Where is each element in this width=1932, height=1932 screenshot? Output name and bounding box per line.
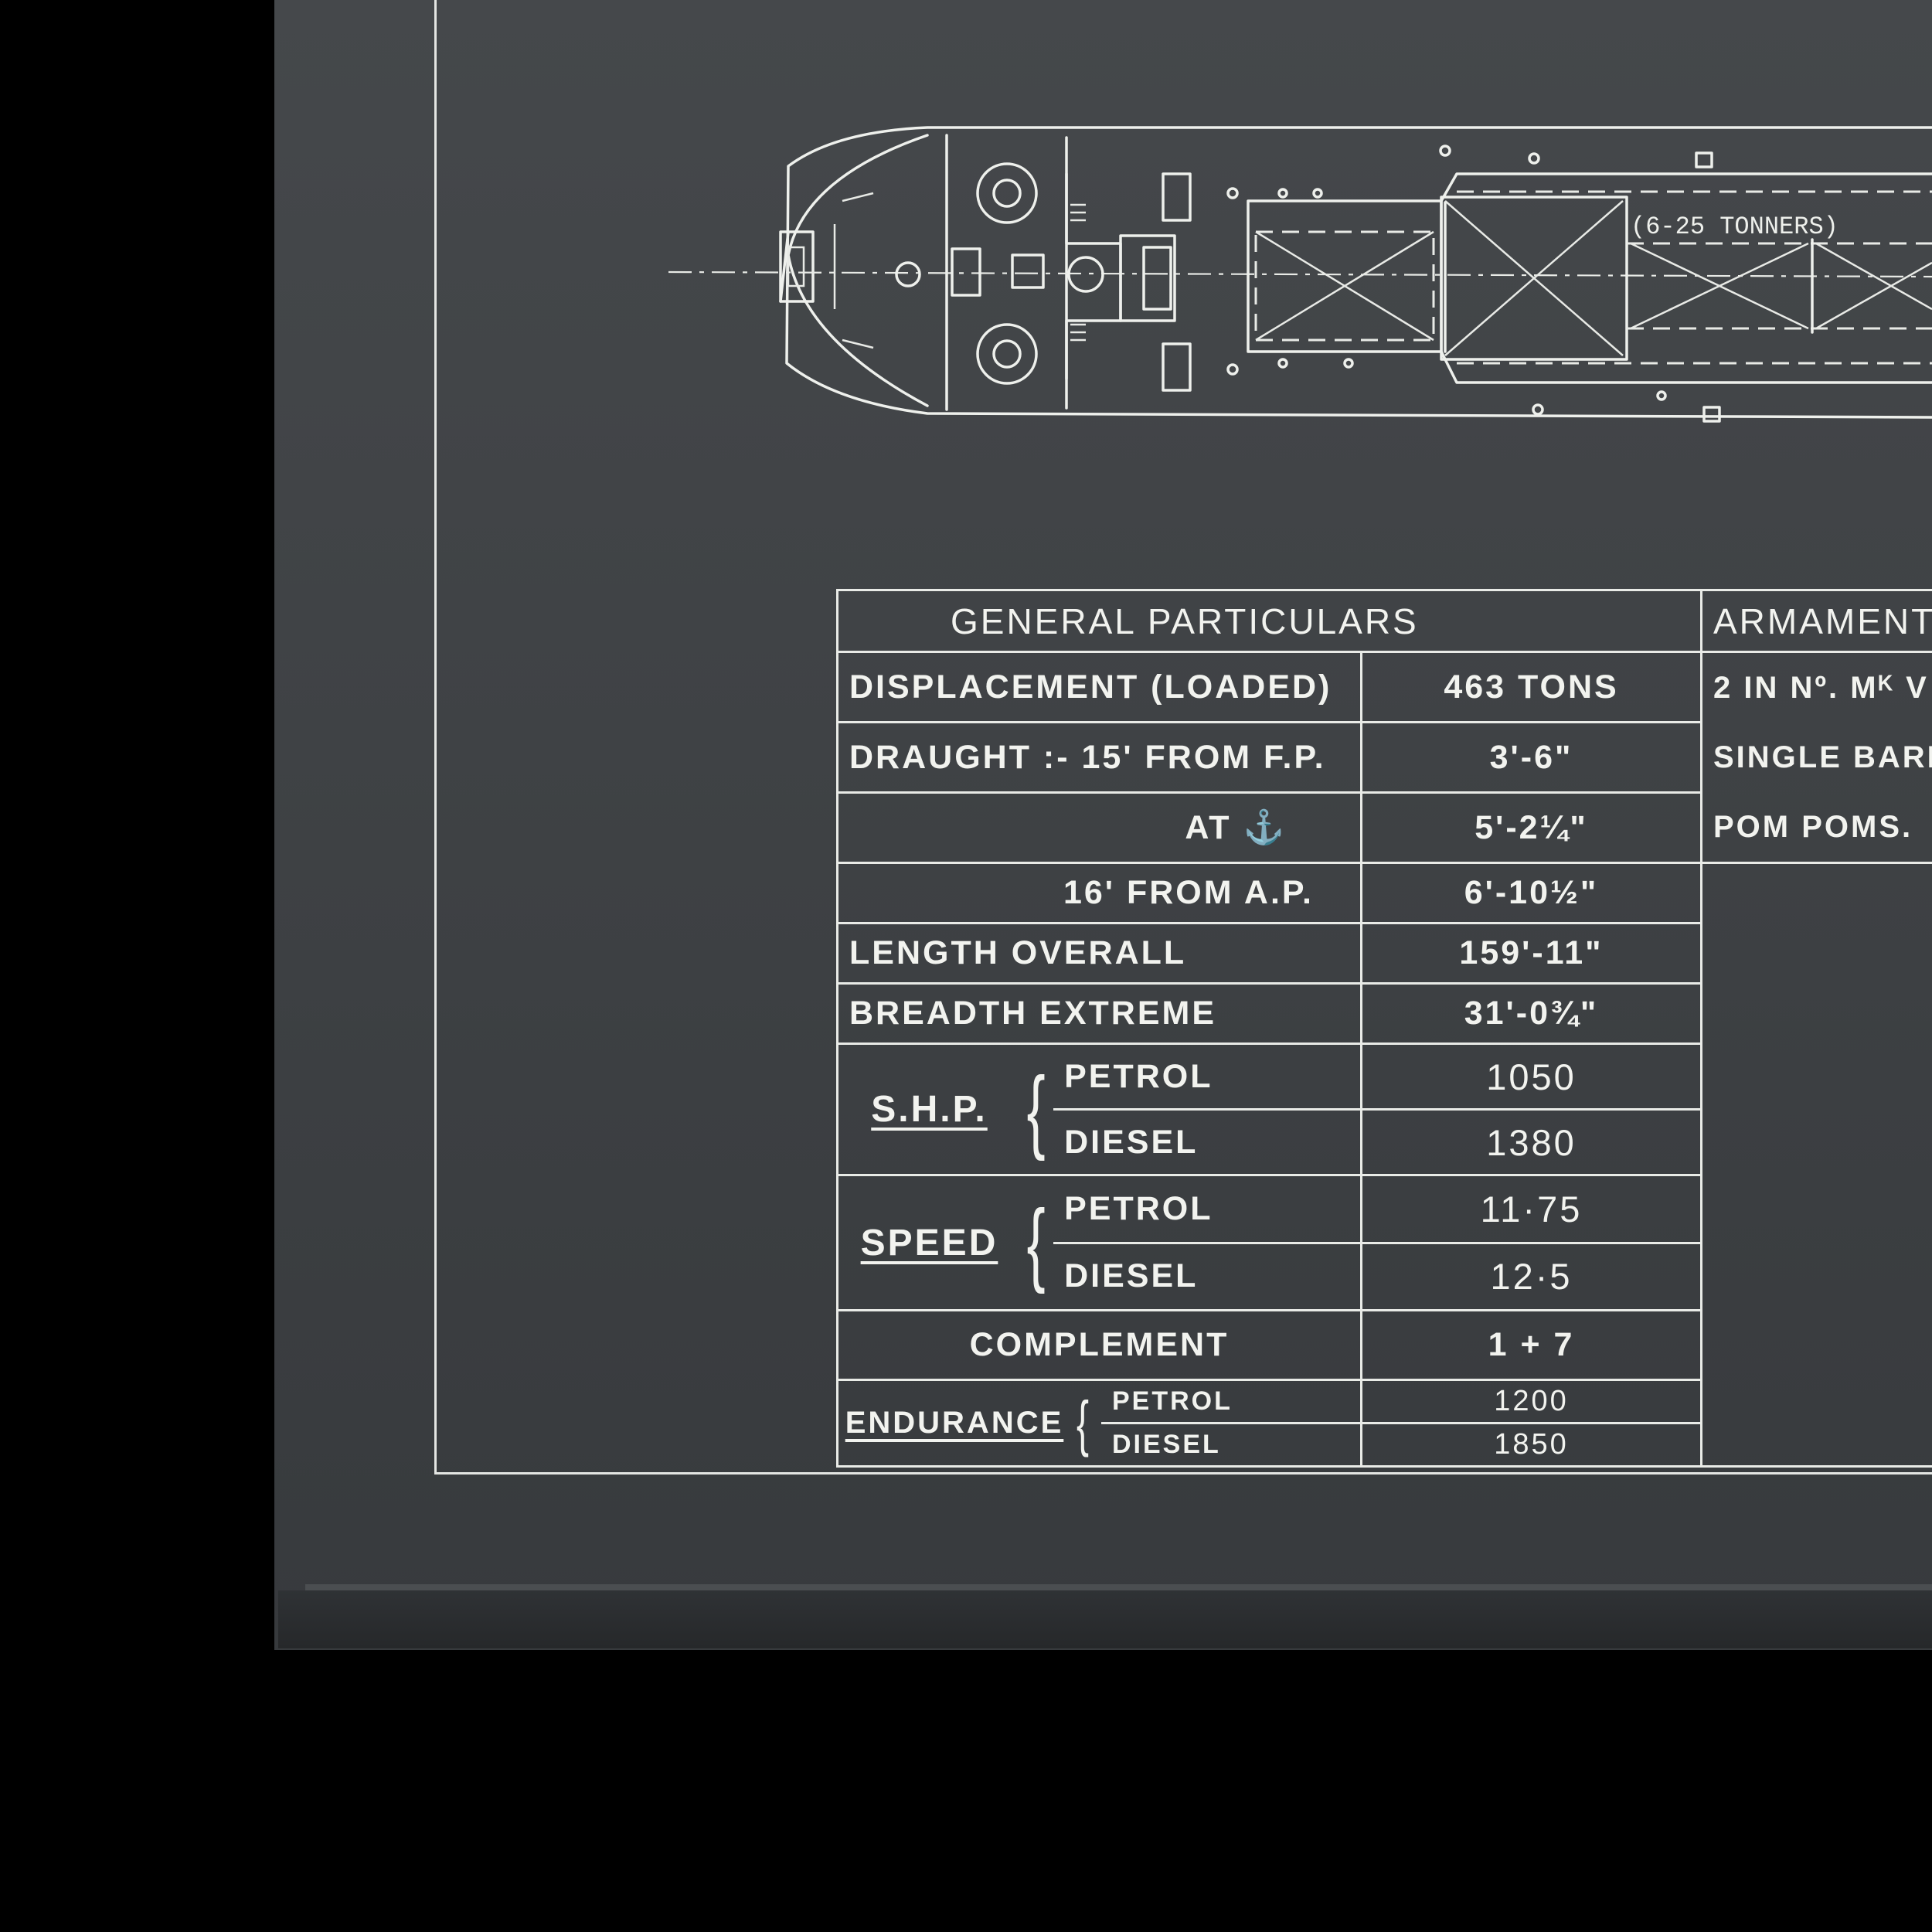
shp-value-cell: 1050 1380 [1360, 1043, 1702, 1176]
armament-line-2: SINGLE BARRE [1713, 740, 1932, 774]
speed-petrol-value: 11·75 [1480, 1188, 1583, 1230]
cargo-hold-main [1440, 172, 1932, 384]
bow-structure [779, 192, 874, 349]
shp-petrol-value: 1050 [1486, 1056, 1577, 1097]
speed-diesel-value: 12·5 [1363, 1241, 1699, 1308]
cargo-hold-forward [1247, 199, 1443, 353]
endurance-petrol-value: 1200 [1494, 1385, 1569, 1417]
row-value-breadth: 31'-0¾" [1360, 982, 1702, 1045]
endurance-value-cell: 1200 1850 [1360, 1379, 1702, 1468]
speed-petrol-label: PETROL [1064, 1189, 1213, 1227]
row-value-length: 159'-11" [1360, 922, 1702, 985]
hold-note: (6-25 TONNERS) [1631, 213, 1838, 241]
deck-fittings [1277, 145, 1721, 423]
armament-empty-cell [1700, 862, 1932, 1468]
brace-icon: { [1026, 1057, 1047, 1162]
complement-label: COMPLEMENT [836, 1309, 1362, 1381]
shp-petrol-label: PETROL [1064, 1057, 1213, 1095]
general-particulars-table: GENERAL PARTICULARS ARMAMENT DISPLACEMEN… [836, 589, 1932, 1468]
speed-value-cell: 11·75 12·5 [1360, 1174, 1702, 1311]
shp-diesel-value: 1380 [1363, 1108, 1699, 1173]
speed-label-cell: SPEED { PETROL DIESEL [836, 1174, 1362, 1311]
row-label-draught-aft: 16' FROM A.P. [836, 862, 1362, 924]
sheet-lower-edge [278, 1590, 1932, 1648]
endurance-petrol-label: PETROL [1112, 1386, 1233, 1416]
row-label-displacement: DISPLACEMENT (LOADED) [836, 651, 1362, 723]
row-label-breadth: BREADTH EXTREME [836, 982, 1362, 1045]
deck-plan-drawing: (6-25 TONNERS) [668, 126, 1932, 423]
armament-line-1: 2 IN Nº. Mᴷ V [1713, 671, 1929, 705]
endurance-diesel-label: DIESEL [1101, 1422, 1359, 1464]
shp-label: S.H.P. [871, 1089, 988, 1130]
armament-title: ARMAMENT [1700, 589, 1932, 653]
centre-line [668, 270, 1932, 278]
endurance-diesel-value: 1850 [1363, 1422, 1699, 1464]
speed-diesel-label: DIESEL [1053, 1241, 1359, 1308]
table-title: GENERAL PARTICULARS [836, 589, 1702, 653]
brace-icon: { [1026, 1191, 1047, 1294]
row-value-displacement: 463 TONS [1360, 651, 1702, 723]
drawing-border-frame [434, 0, 1932, 1475]
endurance-label: ENDURANCE [845, 1406, 1064, 1440]
row-label-length: LENGTH OVERALL [836, 922, 1362, 985]
shp-diesel-label: DIESEL [1053, 1108, 1359, 1173]
row-value-draught: 3'-6" [1360, 721, 1702, 794]
shp-label-cell: S.H.P. { PETROL DIESEL [836, 1043, 1362, 1176]
row-value-draught-midship: 5'-2¼" [1360, 791, 1702, 864]
brace-icon: { [1077, 1388, 1090, 1458]
armament-cell: 2 IN Nº. Mᴷ V SINGLE BARRE POM POMS. [1700, 651, 1932, 864]
complement-value: 1 + 7 [1360, 1309, 1702, 1381]
armament-line-3: POM POMS. [1713, 810, 1913, 844]
endurance-label-cell: ENDURANCE { PETROL DIESEL [836, 1379, 1362, 1468]
forecastle-fittings [895, 162, 1239, 392]
row-label-draught: DRAUGHT :- 15' FROM F.P. [836, 721, 1362, 794]
row-value-draught-aft: 6'-10½" [1360, 862, 1702, 924]
row-label-draught-midship: AT ⚓ [836, 791, 1362, 864]
speed-label: SPEED [860, 1222, 998, 1264]
